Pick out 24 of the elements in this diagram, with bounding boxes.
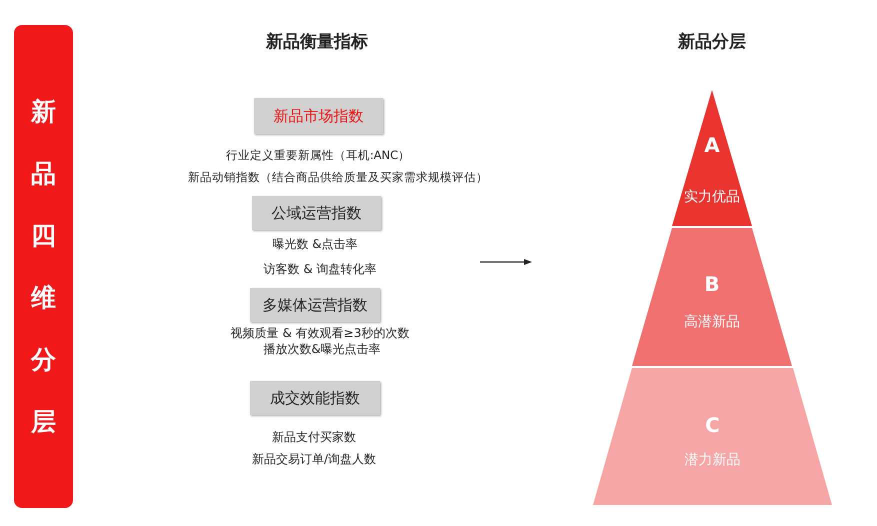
pyramid-tier [632,228,792,366]
metric-text: 行业定义重要新属性（耳机:ANC） [226,148,410,163]
tier-label: 实力优品 [683,188,741,206]
side-banner: 新品四维分层 [14,25,73,508]
pyramid-tier [593,368,832,505]
tier-letter: A [703,133,721,157]
category-box: 新品市场指数 [254,98,383,134]
tier-letter: C [704,413,721,437]
metric-text: 视频质量 & 有效观看≥3秒的次数 [230,325,410,342]
metric-text: 访客数 & 询盘转化率 [264,261,376,278]
metric-text: 新品支付买家数 [272,429,356,446]
column-heading: 新品衡量指标 [266,31,368,53]
category-box: 多媒体运营指数 [250,288,380,322]
metric-text: 新品交易订单/询盘人数 [252,451,376,468]
metric-text: 新品动销指数（结合商品供给质量及买家需求规模评估） [188,170,488,185]
column-heading: 新品分层 [678,31,746,53]
tier-label: 潜力新品 [684,451,742,469]
category-box: 成交效能指数 [250,381,380,415]
category-box: 公域运营指数 [252,196,381,230]
tier-letter: B [703,272,721,296]
metric-text: 曝光数 &点击率 [272,236,358,253]
metric-text: 播放次数&曝光点击率 [263,341,381,358]
pyramid-tier [672,90,752,226]
tier-label: 高潜新品 [683,313,741,331]
